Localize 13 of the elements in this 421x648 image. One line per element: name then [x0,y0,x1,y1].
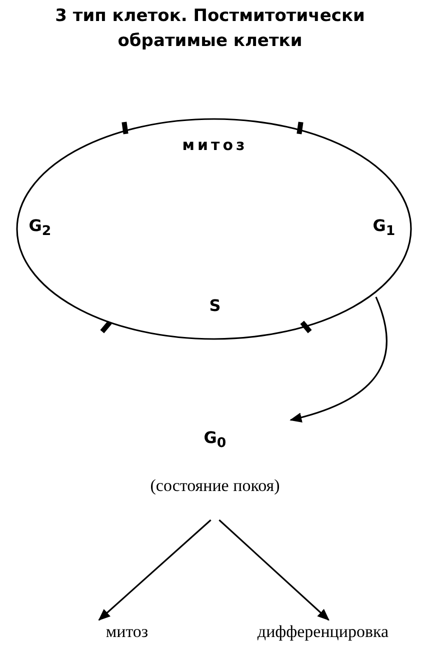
outcome-label: митоз [106,622,148,642]
state-label: G$_{0}$ [204,428,226,452]
phase-label: G$_{2}$ [28,216,52,240]
arrow [98,519,212,621]
phase-label: G$_{1}$ [372,216,396,240]
cell-cycle-ellipse [16,118,412,340]
state-description: (состояние покоя) [150,476,280,496]
arrow [218,519,330,621]
arrow [290,296,388,422]
title: 3 тип клеток. Постмитотически обратимые клетки [54,5,366,53]
phase-label: митоз [182,136,248,154]
outcome-label: дифференцировка [257,622,389,642]
phase-label: S [209,296,221,315]
